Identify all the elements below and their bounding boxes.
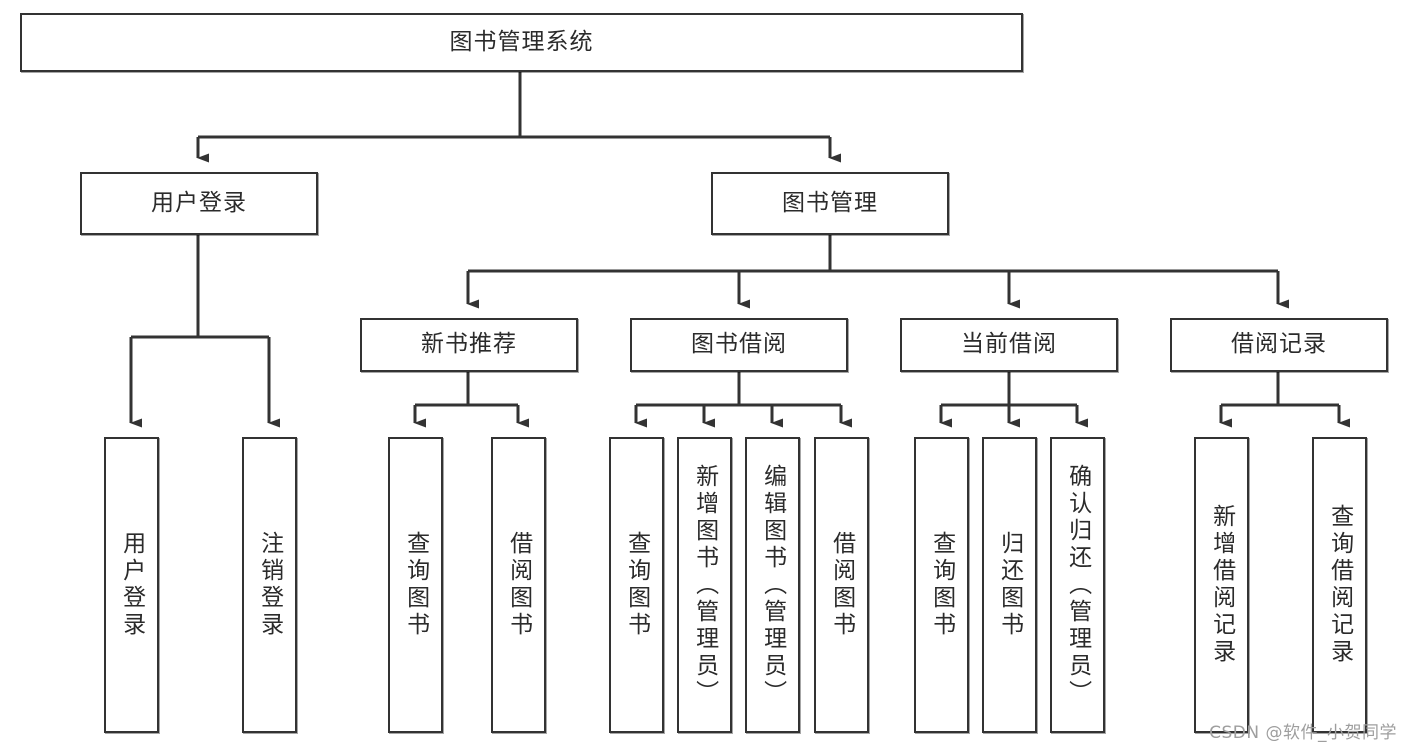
node-leaf-borrow-book-1[interactable]: 借阅图书 bbox=[491, 437, 546, 733]
node-leaf-borrow-book-2[interactable]: 借阅图书 bbox=[814, 437, 869, 733]
node-book-borrow[interactable]: 图书借阅 bbox=[630, 318, 848, 372]
csdn-watermark: CSDN @软件_小贺同学 bbox=[1209, 723, 1397, 743]
node-root[interactable]: 图书管理系统 bbox=[20, 13, 1023, 72]
node-leaf-add-book-label: 新增图书（管理员） bbox=[691, 463, 718, 707]
node-user-login[interactable]: 用户登录 bbox=[80, 172, 318, 235]
node-leaf-query-book-1-label: 查询图书 bbox=[402, 531, 429, 639]
node-current-borrow[interactable]: 当前借阅 bbox=[900, 318, 1118, 372]
node-leaf-add-book[interactable]: 新增图书（管理员） bbox=[677, 437, 732, 733]
node-leaf-user-login[interactable]: 用户登录 bbox=[104, 437, 159, 733]
node-book-borrow-label: 图书借阅 bbox=[691, 331, 787, 358]
node-current-borrow-label: 当前借阅 bbox=[961, 331, 1057, 358]
node-root-label: 图书管理系统 bbox=[449, 28, 594, 55]
node-leaf-add-record[interactable]: 新增借阅记录 bbox=[1194, 437, 1249, 733]
node-leaf-user-login-label: 用户登录 bbox=[118, 531, 145, 639]
node-leaf-borrow-book-2-label: 借阅图书 bbox=[828, 531, 855, 639]
node-leaf-return-book[interactable]: 归还图书 bbox=[982, 437, 1037, 733]
node-book-manage[interactable]: 图书管理 bbox=[711, 172, 949, 235]
node-leaf-query-book-2-label: 查询图书 bbox=[623, 531, 650, 639]
node-borrow-record[interactable]: 借阅记录 bbox=[1170, 318, 1388, 372]
node-user-login-label: 用户登录 bbox=[151, 189, 247, 216]
node-leaf-return-book-label: 归还图书 bbox=[996, 531, 1023, 639]
node-leaf-query-book-2[interactable]: 查询图书 bbox=[609, 437, 664, 733]
node-book-manage-label: 图书管理 bbox=[782, 189, 878, 216]
node-leaf-borrow-book-1-label: 借阅图书 bbox=[505, 531, 532, 639]
node-leaf-query-record[interactable]: 查询借阅记录 bbox=[1312, 437, 1367, 733]
node-leaf-confirm-return-label: 确认归还（管理员） bbox=[1064, 463, 1091, 707]
node-leaf-user-logout-label: 注销登录 bbox=[256, 531, 283, 639]
node-leaf-query-book-1[interactable]: 查询图书 bbox=[388, 437, 443, 733]
node-borrow-record-label: 借阅记录 bbox=[1231, 331, 1327, 358]
node-leaf-edit-book[interactable]: 编辑图书（管理员） bbox=[745, 437, 800, 733]
node-leaf-query-book-3-label: 查询图书 bbox=[928, 531, 955, 639]
node-new-book-recommend-label: 新书推荐 bbox=[421, 331, 517, 358]
node-new-book-recommend[interactable]: 新书推荐 bbox=[360, 318, 578, 372]
node-leaf-user-logout[interactable]: 注销登录 bbox=[242, 437, 297, 733]
node-leaf-query-book-3[interactable]: 查询图书 bbox=[914, 437, 969, 733]
node-leaf-add-record-label: 新增借阅记录 bbox=[1208, 504, 1235, 666]
node-leaf-query-record-label: 查询借阅记录 bbox=[1326, 504, 1353, 666]
node-leaf-edit-book-label: 编辑图书（管理员） bbox=[759, 463, 786, 707]
node-leaf-confirm-return[interactable]: 确认归还（管理员） bbox=[1050, 437, 1105, 733]
